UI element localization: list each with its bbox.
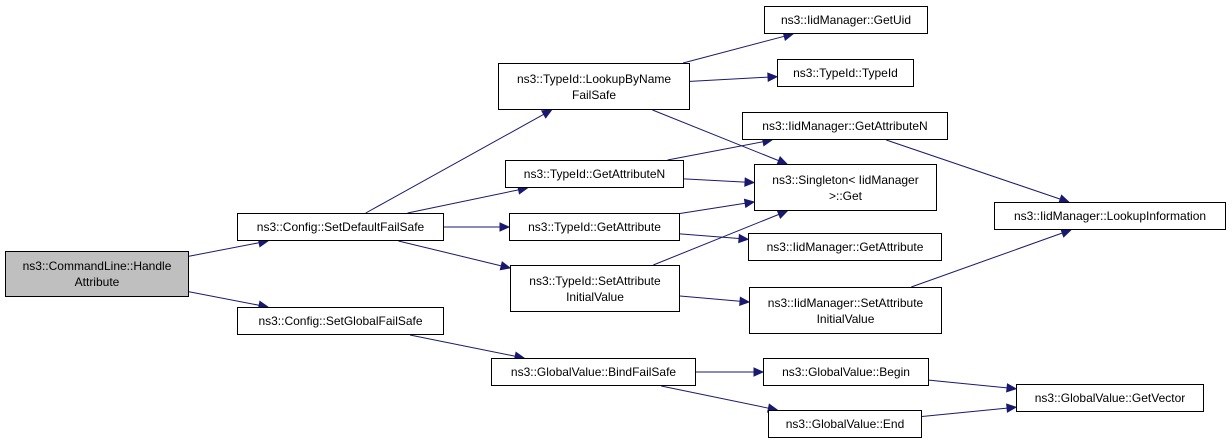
- node-typeid-getattribute[interactable]: ns3::TypeId::GetAttribute: [509, 213, 680, 241]
- edge-set_default-to-typeid_get_attr_n: [407, 189, 519, 214]
- edge-typeid_set_attr_init-to-singleton_get: [653, 213, 780, 266]
- arrowhead-set_default-to-lookup_by_name: [540, 109, 553, 119]
- arrowhead-set_default-to-typeid_get_attr: [499, 222, 511, 232]
- node-iidmanager-getuid[interactable]: ns3::IidManager::GetUid: [764, 6, 928, 34]
- arrowhead-set_default-to-typeid_set_attr_init: [499, 261, 512, 271]
- edge-set_default-to-typeid_set_attr_init: [398, 240, 502, 267]
- edge-gv_begin-to-gv_get_vector: [928, 379, 1008, 389]
- arrowhead-gv_bind_failsafe-to-gv_begin: [753, 367, 765, 377]
- node-typeid-getattributen[interactable]: ns3::TypeId::GetAttributeN: [505, 160, 684, 188]
- node-iidmanager-getattribute[interactable]: ns3::IidManager::GetAttribute: [748, 233, 942, 261]
- edge-typeid_get_attr-to-iid_get_attr: [679, 233, 740, 240]
- edge-iid_get_attr_n-to-iid_lookup_info: [886, 139, 1061, 200]
- arrowhead-typeid_get_attr-to-iid_get_attr: [738, 233, 750, 244]
- node-singleton-iidmanager-get[interactable]: ns3::Singleton< IidManager>::Get: [754, 164, 937, 211]
- edge-root-to-set_default: [188, 242, 260, 257]
- node-iidmanager-lookupinformation[interactable]: ns3::IidManager::LookupInformation: [994, 202, 1226, 230]
- node-typeid-typeid[interactable]: ns3::TypeId::TypeId: [777, 59, 914, 87]
- node-globalvalue-bindfailsafe[interactable]: ns3::GlobalValue::BindFailSafe: [491, 358, 696, 386]
- edge-lookup_by_name-to-singleton_get: [652, 109, 779, 162]
- edge-gv_bind_failsafe-to-gv_end: [661, 385, 769, 409]
- node-globalvalue-end[interactable]: ns3::GlobalValue::End: [768, 410, 922, 438]
- node-iidmanager-getattributen[interactable]: ns3::IidManager::GetAttributeN: [742, 112, 948, 140]
- arrowhead-typeid_get_attr_n-to-singleton_get: [744, 177, 756, 187]
- edge-root-to-set_global: [188, 291, 260, 306]
- edge-lookup_by_name-to-iid_get_uid: [682, 35, 785, 64]
- arrowhead-typeid_set_attr_init-to-singleton_get: [776, 210, 789, 219]
- arrowhead-lookup_by_name-to-typeid_ctor: [767, 72, 779, 82]
- edge-typeid_set_attr_init-to-iid_set_attr_init: [679, 295, 741, 302]
- node-globalvalue-getvector[interactable]: ns3::GlobalValue::GetVector: [1016, 384, 1204, 412]
- node-config-setdefaultfailsafe[interactable]: ns3::Config::SetDefaultFailSafe: [237, 213, 444, 241]
- arrowhead-gv_end-to-gv_get_vector: [1006, 403, 1018, 413]
- edge-iid_set_attr_init-to-iid_lookup_info: [911, 232, 1063, 288]
- edge-gv_end-to-gv_get_vector: [921, 407, 1008, 417]
- edge-typeid_get_attr_n-to-singleton_get: [683, 178, 746, 183]
- edge-set_global-to-gv_bind_failsafe: [409, 334, 516, 357]
- arrowhead-gv_begin-to-gv_get_vector: [1006, 383, 1018, 393]
- edge-typeid_get_attr-to-singleton_get: [679, 202, 746, 215]
- edge-typeid_get_attr_n-to-iid_get_attr_n: [667, 141, 764, 161]
- arrowhead-iid_set_attr_init-to-iid_lookup_info: [1060, 228, 1072, 238]
- arrowhead-typeid_set_attr_init-to-iid_set_attr_init: [739, 296, 751, 306]
- node-config-setglobalfailsafe[interactable]: ns3::Config::SetGlobalFailSafe: [237, 307, 444, 335]
- arrowhead-typeid_get_attr-to-singleton_get: [743, 198, 756, 209]
- node-globalvalue-begin[interactable]: ns3::GlobalValue::Begin: [763, 358, 929, 386]
- edge-set_default-to-lookup_by_name: [365, 113, 544, 214]
- edge-lookup_by_name-to-typeid_ctor: [689, 76, 769, 82]
